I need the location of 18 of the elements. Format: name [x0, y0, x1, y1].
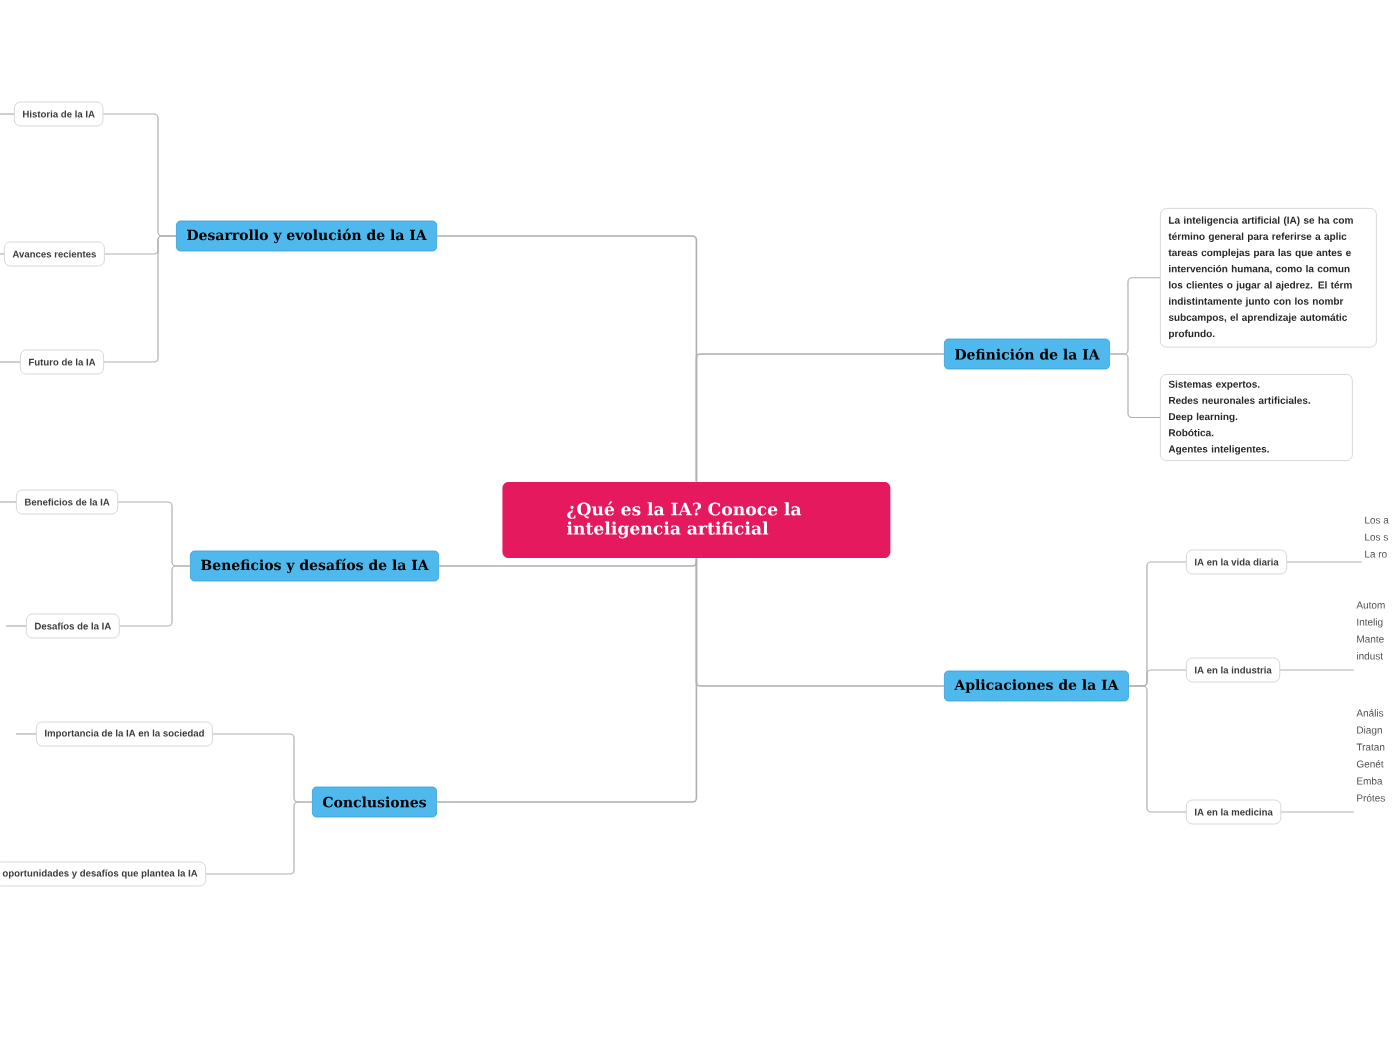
central-topic-box: ¿Qué es la IA? Conoce la inteligencia artificial [502, 482, 891, 558]
connector-line [119, 565, 191, 627]
connector-line [205, 801, 313, 875]
connector-line [103, 235, 177, 363]
connector-line [1280, 811, 1355, 813]
connector-line [0, 253, 5, 255]
connector-line [438, 557, 698, 567]
connector-line [695, 353, 945, 483]
connector-line [1279, 669, 1355, 671]
connector-line [695, 557, 945, 687]
connector-line [0, 501, 17, 503]
connector-line [1128, 685, 1187, 813]
connector-line [0, 113, 15, 115]
connector-line [5, 625, 27, 627]
connector-line [0, 361, 21, 363]
connector-line [15, 733, 37, 735]
connector-line [1109, 353, 1161, 419]
connector-line [1286, 561, 1363, 563]
